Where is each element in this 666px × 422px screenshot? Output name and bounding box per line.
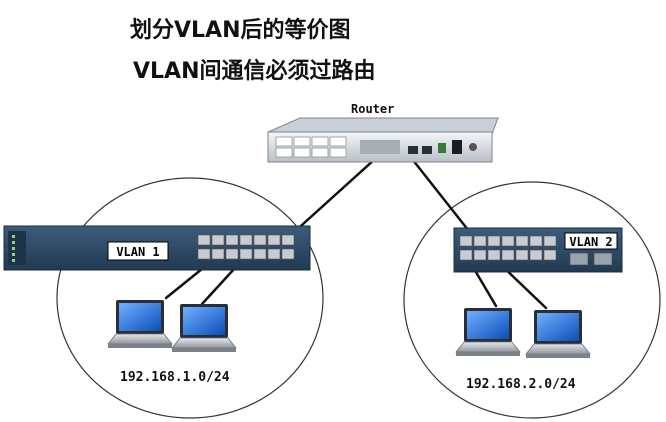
laptop-icon bbox=[455, 308, 521, 356]
router-label: Router bbox=[351, 102, 394, 116]
cable-router-switch2 bbox=[403, 148, 478, 242]
vlan1-domain-circle bbox=[56, 177, 324, 419]
switch2-vlan-label: VLAN 2 bbox=[569, 235, 612, 249]
laptop-icon bbox=[525, 310, 591, 358]
switch1-ports bbox=[197, 234, 295, 260]
subnet-label-vlan1: 192.168.1.0/24 bbox=[120, 370, 230, 385]
title-line-1: 划分VLAN后的等价图 bbox=[130, 18, 351, 43]
switch-vlan1: VLAN 1 bbox=[3, 225, 311, 271]
router-device: Router bbox=[267, 102, 499, 163]
switch2-ports bbox=[459, 235, 557, 261]
laptop-icon bbox=[107, 300, 173, 348]
subnet-label-vlan2: 192.168.2.0/24 bbox=[466, 377, 576, 392]
switch-vlan2: VLAN 2 bbox=[453, 227, 623, 273]
switch1-vlan-label: VLAN 1 bbox=[116, 245, 159, 259]
laptop-icon bbox=[171, 304, 237, 352]
vlan2-domain-circle bbox=[403, 181, 661, 419]
title-line-2: VLAN间通信必须过路由 bbox=[133, 59, 376, 84]
